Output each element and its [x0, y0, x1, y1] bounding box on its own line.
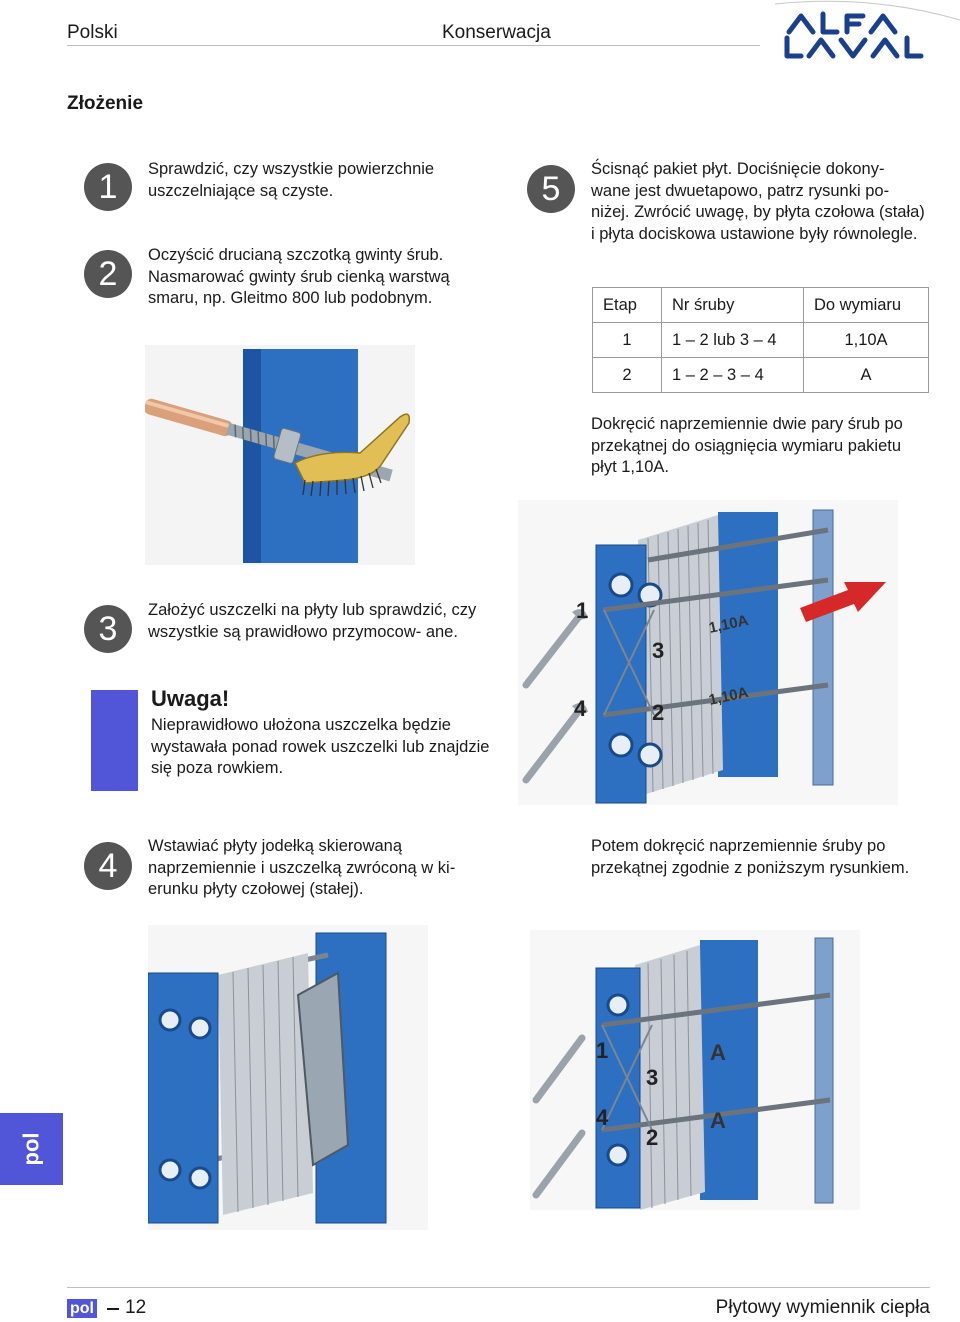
table-cell: 2	[592, 357, 662, 393]
step-5-text: Ścisnąć pakiet płyt. Dociśnięcie dokony-…	[591, 160, 925, 243]
step-4-text: Wstawiać płyty jodełką skierowaną naprze…	[148, 837, 456, 898]
step-badge-5: 5	[527, 165, 575, 213]
bolt-label-4: 4	[596, 1105, 609, 1130]
plate-insertion-illustration	[148, 925, 428, 1230]
step-badge-4: 4	[84, 842, 132, 890]
table-header-cell: Do wymiaru	[803, 287, 929, 323]
footer-dash	[107, 1308, 119, 1310]
warning-text: Nieprawidłowo ułożona uszczelka będzie w…	[151, 716, 490, 777]
dimension-label: A	[710, 1040, 726, 1065]
table-cell: 1,10A	[803, 322, 929, 358]
wrench-icon	[532, 1034, 586, 1104]
warning-bar	[91, 690, 138, 791]
wrench-icon	[522, 703, 588, 784]
wire-brush-illustration	[145, 345, 415, 565]
table-header-cell: Etap	[592, 287, 662, 323]
warning-title: Uwaga!	[151, 686, 230, 711]
table-cell: 1 – 2 – 3 – 4	[661, 357, 804, 393]
step-2-text: Oczyścić drucianą szczotką gwinty śrub. …	[148, 246, 450, 307]
bolt-label-2: 2	[652, 700, 664, 725]
wrench-icon	[532, 1129, 586, 1199]
footer-doc-title: Płytowy wymiennik ciepła	[715, 1297, 930, 1318]
step-3-text: Założyć uszczelki na płyty lub sprawdzić…	[148, 601, 477, 641]
bolt-label-1: 1	[576, 598, 588, 623]
bolt-label-4: 4	[574, 696, 587, 721]
table-header-row: Etap Nr śruby Do wymiaru	[592, 287, 929, 323]
heat-exchanger-illustration-1: 1 3 4 2 1,10A 1,10A	[518, 500, 898, 805]
step-1-text: Sprawdzić, czy wszystkie powierzchnie us…	[148, 160, 435, 200]
tighten-text-2: Potem dokręcić naprzemiennie śruby po pr…	[591, 837, 910, 877]
page-title: Złożenie	[67, 93, 144, 114]
language-side-tab: pol	[0, 1113, 63, 1185]
bolt-label-1: 1	[596, 1038, 608, 1063]
table-cell: 1 – 2 lub 3 – 4	[661, 322, 804, 358]
alfa-laval-logo	[775, 0, 960, 59]
step-badge-2: 2	[84, 250, 132, 298]
header-language: Polski	[67, 22, 118, 43]
heat-exchanger-illustration-2: 1 3 4 2 A A	[530, 930, 860, 1210]
header-section: Konserwacja	[442, 22, 551, 43]
red-arrow-icon	[800, 582, 886, 622]
table-header-cell: Nr śruby	[661, 287, 804, 323]
tightening-table: Etap Nr śruby Do wymiaru 1 1 – 2 lub 3 –…	[592, 287, 929, 393]
table-cell: 1	[592, 322, 662, 358]
side-tab-label: pol	[18, 1132, 44, 1166]
header-divider	[67, 45, 760, 46]
bolt-label-3: 3	[646, 1065, 658, 1090]
table-row: 2 1 – 2 – 3 – 4 A	[592, 357, 929, 393]
table-cell: A	[803, 357, 929, 393]
footer-lang-code: pol	[67, 1299, 97, 1318]
step-badge-3: 3	[84, 605, 132, 653]
footer-divider	[67, 1287, 930, 1288]
step-badge-1: 1	[84, 163, 132, 211]
wrench-icon	[522, 609, 588, 689]
table-row: 1 1 – 2 lub 3 – 4 1,10A	[592, 322, 929, 358]
footer-page-number: 12	[125, 1297, 147, 1318]
tighten-text-1: Dokręcić naprzemiennie dwie pary śrub po…	[591, 415, 903, 476]
bolt-label-3: 3	[652, 638, 664, 663]
bolt-label-2: 2	[646, 1125, 658, 1150]
dimension-label: A	[710, 1108, 726, 1133]
